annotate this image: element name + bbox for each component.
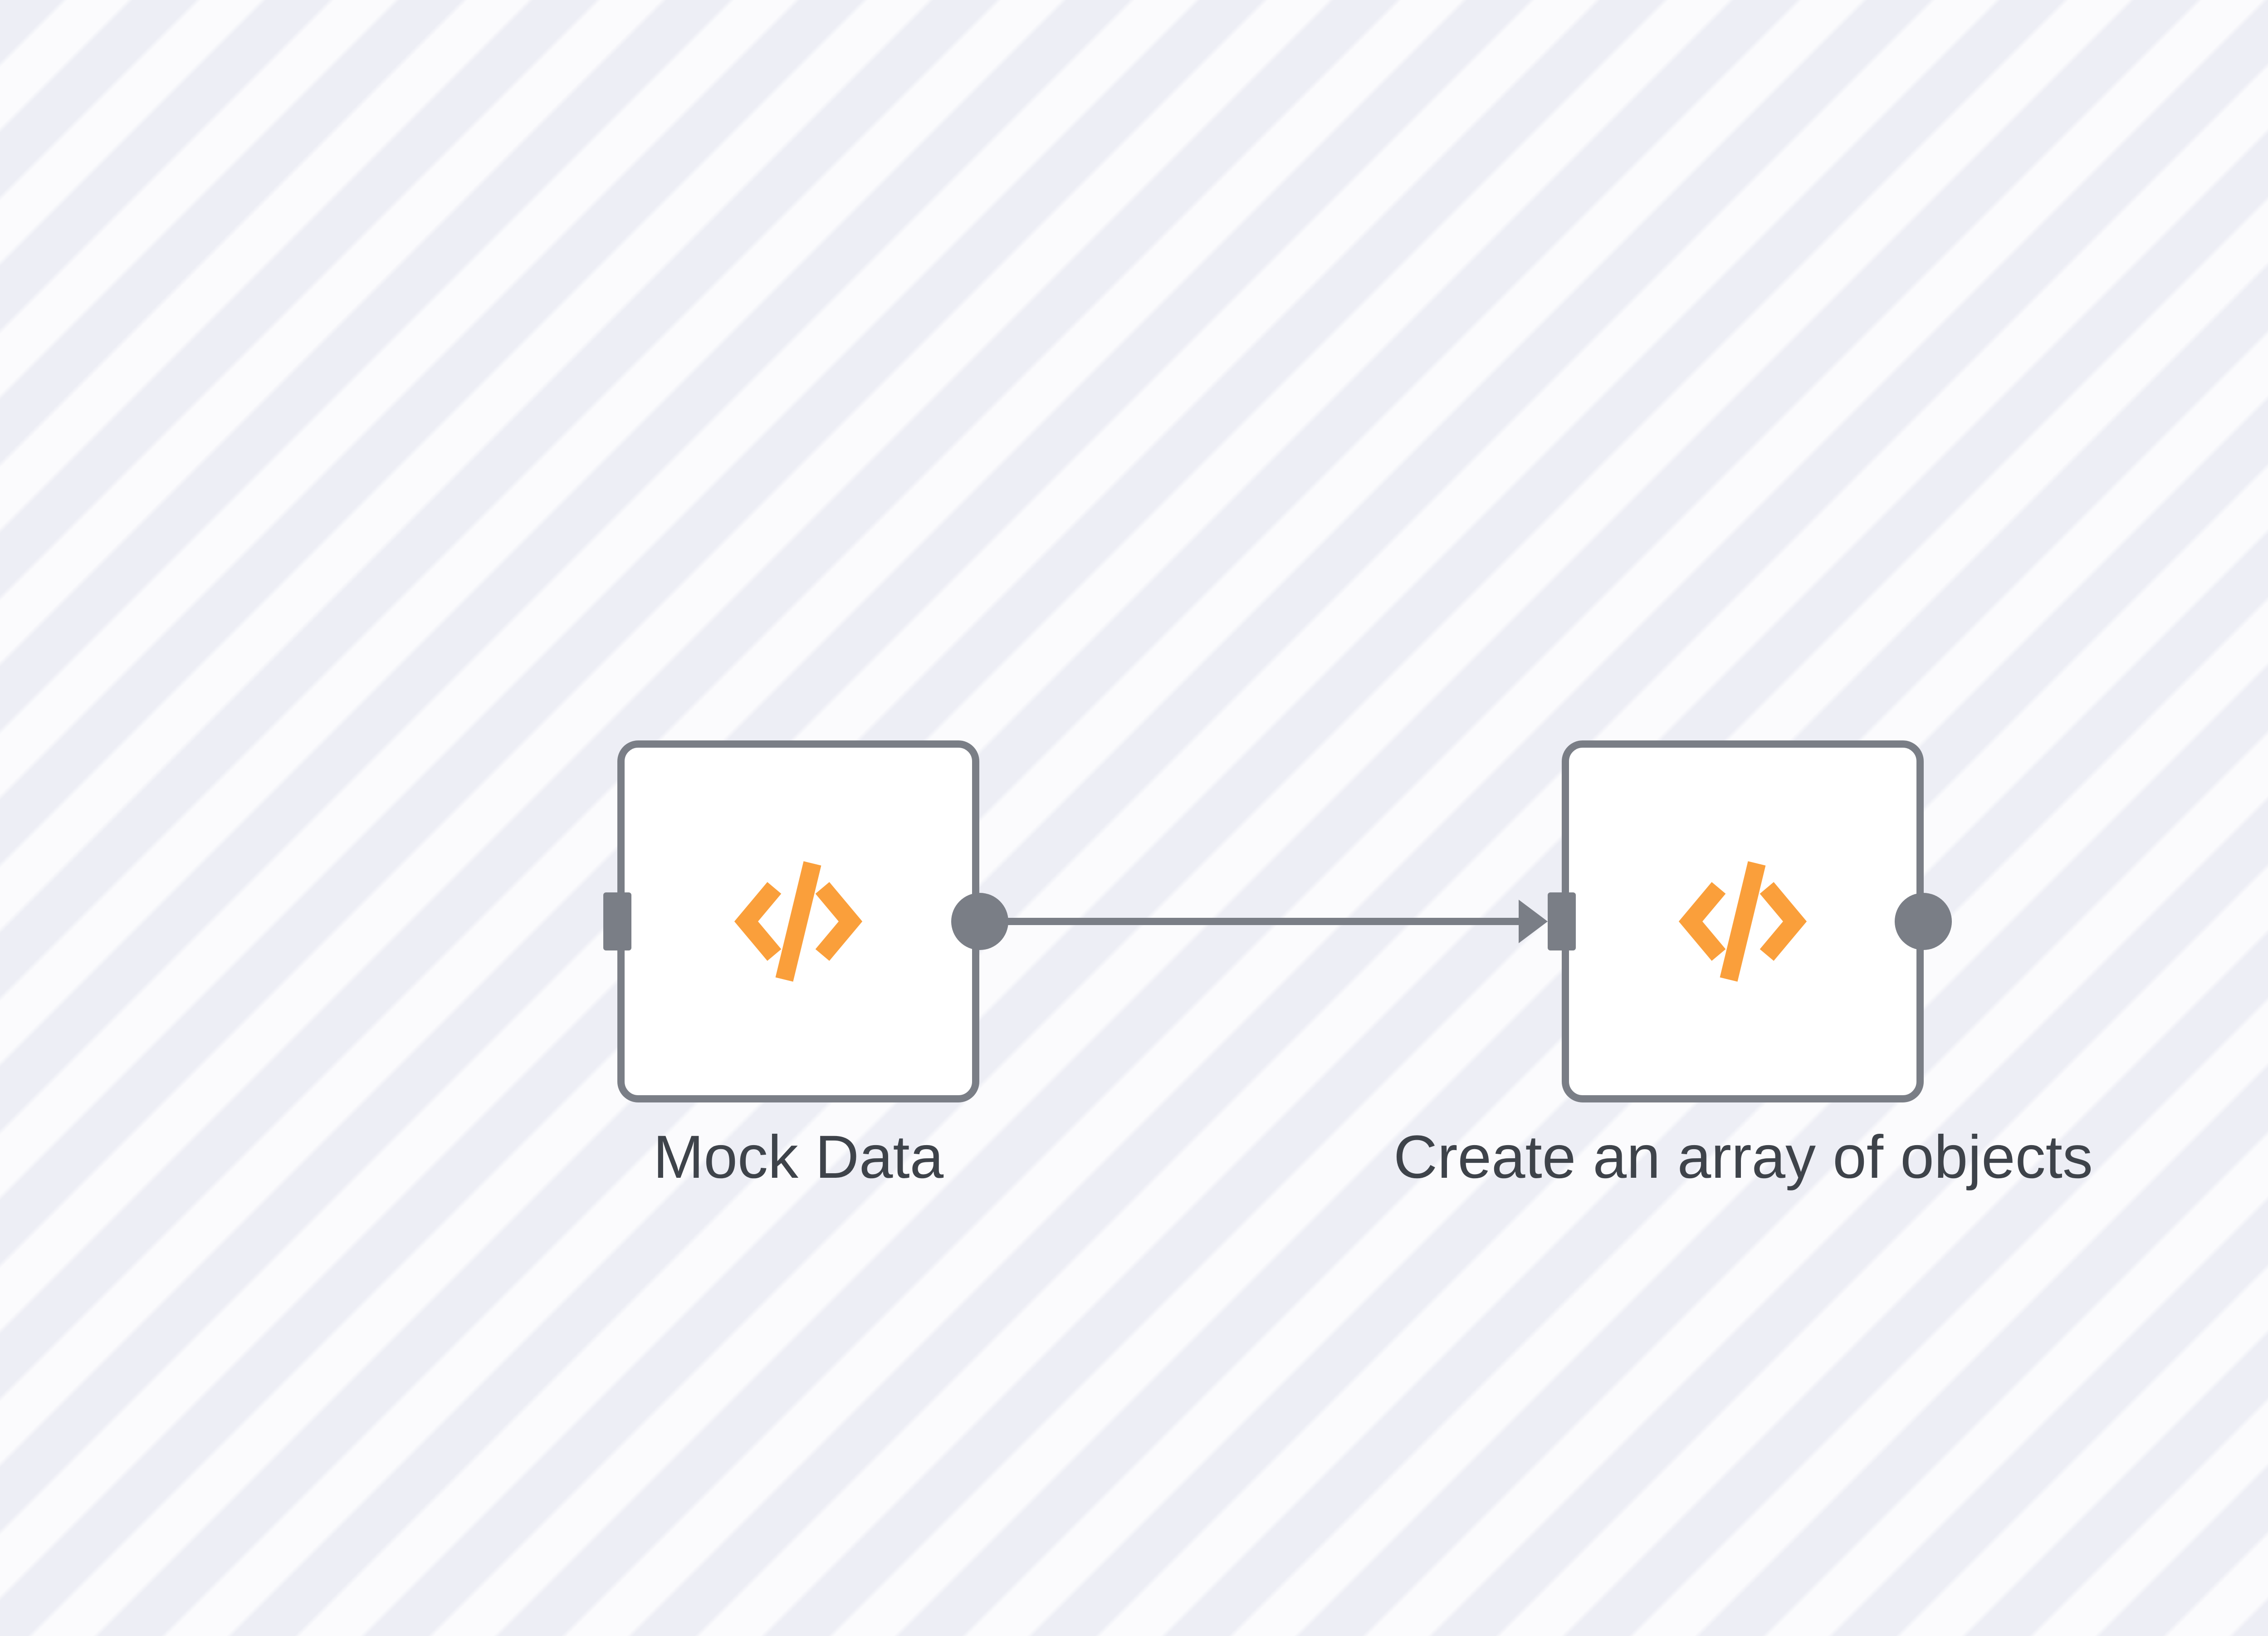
node-label-mock-data: Mock Data [653, 1123, 944, 1191]
node-label-create-an-array-of-objects: Create an array of objects [1393, 1123, 2093, 1191]
input-port-mock-data[interactable] [603, 892, 631, 950]
node-mock-data[interactable] [617, 740, 979, 1102]
input-port-create-an-array-of-objects[interactable] [1548, 892, 1576, 950]
connection-arrowhead-icon [1519, 900, 1548, 943]
code-icon [734, 861, 863, 982]
output-port-create-an-array-of-objects[interactable] [1895, 893, 1952, 950]
node-create-an-array-of-objects[interactable] [1562, 740, 1924, 1102]
code-icon [1678, 861, 1807, 982]
output-port-mock-data[interactable] [951, 893, 1008, 950]
connection-line[interactable] [980, 918, 1524, 925]
